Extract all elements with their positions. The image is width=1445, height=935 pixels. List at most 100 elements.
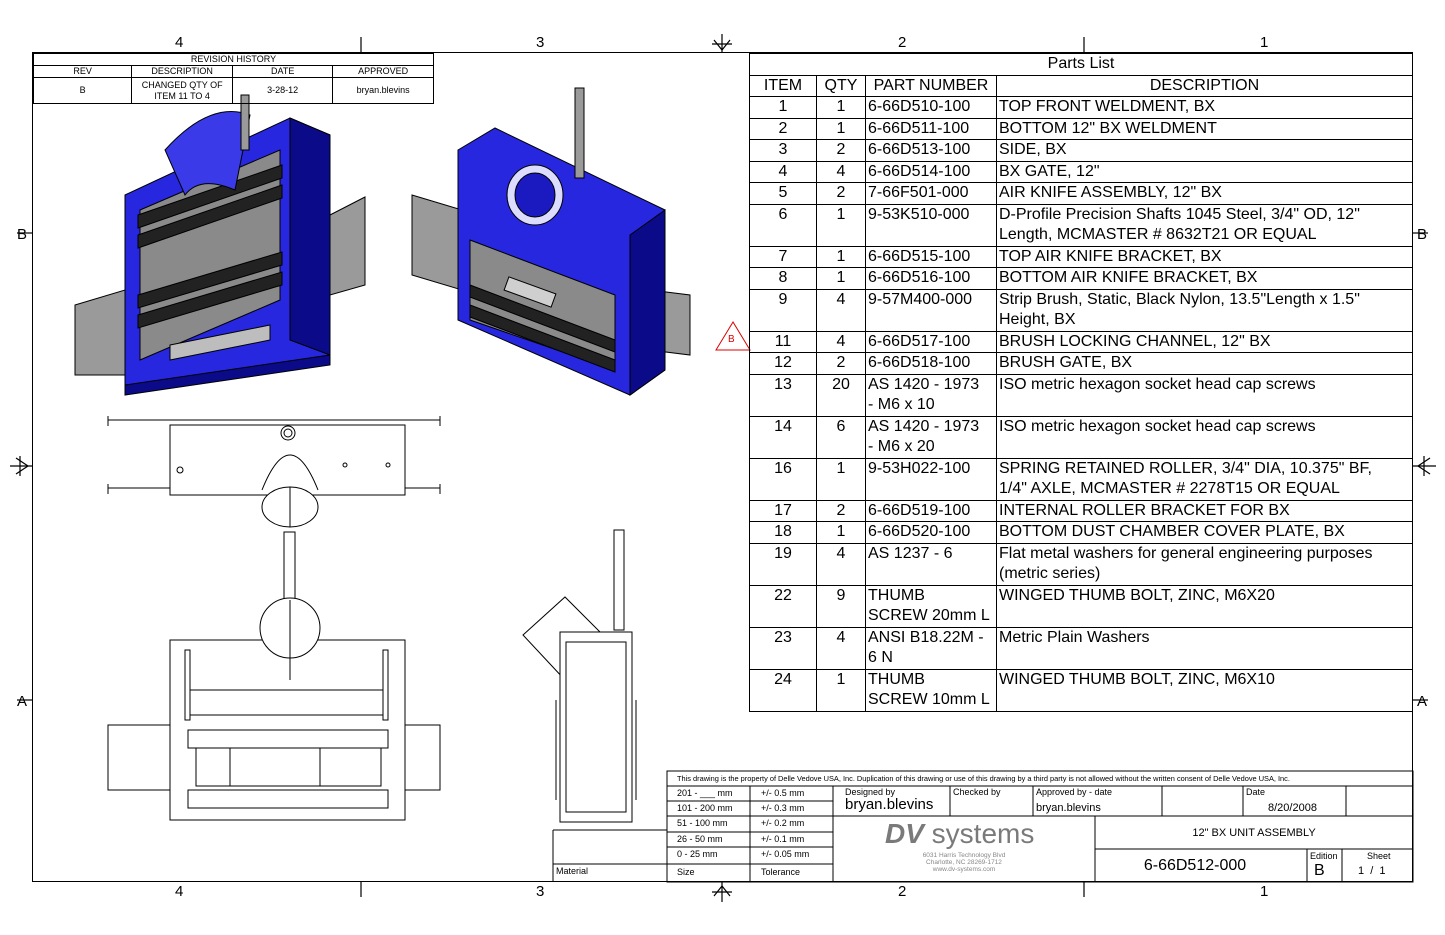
part-number: 9-53K510-000	[865, 203, 997, 247]
part-description-line: WINGED THUMB BOLT, ZINC, M6X20	[999, 586, 1275, 604]
sheet-label: Sheet	[1367, 851, 1391, 861]
part-number-line: 6-66D520-100	[868, 523, 971, 540]
part-number-line: ANSI B18.22M -	[868, 628, 984, 646]
part-item-number: 1	[749, 96, 817, 119]
parts-list-title: Parts List	[749, 53, 1413, 76]
part-item-number: 14	[749, 415, 817, 459]
part-quantity: 9	[816, 584, 866, 628]
part-item-number: 8	[749, 267, 817, 290]
part-item-number: 5	[749, 182, 817, 205]
edition-label: Edition	[1310, 851, 1338, 861]
part-number-line: 6-66D514-100	[868, 162, 971, 180]
part-description: SIDE, BX	[996, 139, 1413, 162]
part-item-number: 16	[749, 457, 817, 501]
zone-label-top-3: 3	[536, 34, 545, 51]
part-number-line: 6-66D517-100	[868, 332, 971, 350]
part-description-line: Flat metal washers for general engineeri…	[999, 544, 1373, 562]
part-number-line: SCREW 20mm L	[868, 607, 990, 624]
part-number-line: 6-66D518-100	[868, 354, 971, 371]
part-item-number: 3	[749, 139, 817, 162]
isometric-view-rear	[411, 87, 691, 396]
part-number-line: 6-66D516-100	[868, 269, 971, 286]
sheet-value: 1 / 1	[1358, 865, 1386, 877]
drawing-title: 12" BX UNIT ASSEMBLY	[1192, 827, 1316, 839]
part-number: 6-66D520-100	[865, 521, 997, 544]
isometric-view-front	[74, 94, 366, 396]
approved-by-label: Approved by - date	[1036, 787, 1113, 797]
part-number: 6-66D510-100	[865, 96, 997, 119]
part-number: 9-57M400-000	[865, 288, 997, 332]
part-description-line: BOTTOM AIR KNIFE BRACKET, BX	[999, 269, 1258, 286]
date-header: DATE	[231, 65, 334, 78]
part-description: ISO metric hexagon socket head cap screw…	[996, 373, 1413, 417]
part-description-line: WINGED THUMB BOLT, ZINC, M6X10	[999, 670, 1275, 688]
part-item-number: 2	[749, 117, 817, 140]
part-number: AS 1420 - 1973- M6 x 10	[865, 373, 997, 417]
part-number-line: AS 1420 - 1973	[868, 417, 980, 435]
tolerance-size: 51 - 100 mm	[677, 818, 728, 828]
part-description-line: BOTTOM 12" BX WELDMENT	[999, 119, 1217, 137]
part-description-line: TOP AIR KNIFE BRACKET, BX	[999, 247, 1222, 265]
part-description: AIR KNIFE ASSEMBLY, 12" BX	[996, 182, 1413, 205]
zone-label-top-1: 1	[1260, 34, 1269, 51]
revision-flag-label: B	[728, 334, 735, 345]
zone-label-right-b: B	[1417, 226, 1428, 243]
drawing-number: 6-66D512-000	[1143, 857, 1247, 874]
item-header: ITEM	[749, 74, 817, 97]
part-item-number: 23	[749, 626, 817, 670]
part-number: 6-66D513-100	[865, 139, 997, 162]
part-number-line: - M6 x 10	[868, 396, 935, 413]
side-view	[522, 529, 637, 823]
part-number: THUMB SCREW 20mm L	[865, 584, 997, 628]
part-item-number: 22	[749, 584, 817, 628]
part-description-line: BRUSH LOCKING CHANNEL, 12" BX	[999, 332, 1271, 350]
revision-history-title: REVISION HISTORY	[33, 53, 434, 66]
revision-date: 3-28-12	[231, 77, 334, 104]
part-description: BRUSH LOCKING CHANNEL, 12" BX	[996, 330, 1413, 353]
part-description: D-Profile Precision Shafts 1045 Steel, 3…	[996, 203, 1413, 247]
part-number-line: 7-66F501-000	[868, 184, 969, 201]
part-quantity: 4	[816, 330, 866, 353]
part-quantity: 2	[816, 182, 866, 205]
part-number-line: - M6 x 20	[868, 438, 935, 455]
zone-label-bottom-3: 3	[536, 883, 545, 900]
part-quantity: 1	[816, 668, 866, 712]
zone-label-left-b: B	[17, 226, 28, 243]
part-quantity: 20	[816, 373, 866, 417]
part-number-line: 6-66D510-100	[868, 98, 971, 115]
part-number-line: THUMB	[868, 586, 925, 604]
part-description: INTERNAL ROLLER BRACKET FOR BX	[996, 499, 1413, 522]
part-number: 6-66D515-100	[865, 245, 997, 268]
part-number-line: 9-57M400-000	[868, 290, 973, 308]
part-description: Flat metal washers for general engineeri…	[996, 542, 1413, 586]
part-description-line: D-Profile Precision Shafts 1045 Steel, 3…	[999, 205, 1360, 223]
part-number-line: 6-66D515-100	[868, 247, 971, 265]
part-description: Strip Brush, Static, Black Nylon, 13.5"L…	[996, 288, 1413, 332]
tolerance-label: Tolerance	[761, 867, 801, 877]
part-description: BRUSH GATE, BX	[996, 352, 1413, 375]
part-number-line: SCREW 10mm L	[868, 691, 990, 708]
part-description-line: Length, MCMASTER # 8632T21 OR EQUAL	[999, 226, 1317, 243]
part-item-number: 24	[749, 668, 817, 712]
front-view	[107, 597, 441, 821]
part-number: 9-53H022-100	[865, 457, 997, 501]
part-number: 6-66D511-100	[865, 117, 997, 140]
part-number: AS 1420 - 1973 - M6 x 20	[865, 415, 997, 459]
part-description: BOTTOM 12" BX WELDMENT	[996, 117, 1413, 140]
part-description-line: BX GATE, 12"	[999, 162, 1100, 180]
part-description-line: Strip Brush, Static, Black Nylon, 13.5"L…	[999, 290, 1360, 308]
